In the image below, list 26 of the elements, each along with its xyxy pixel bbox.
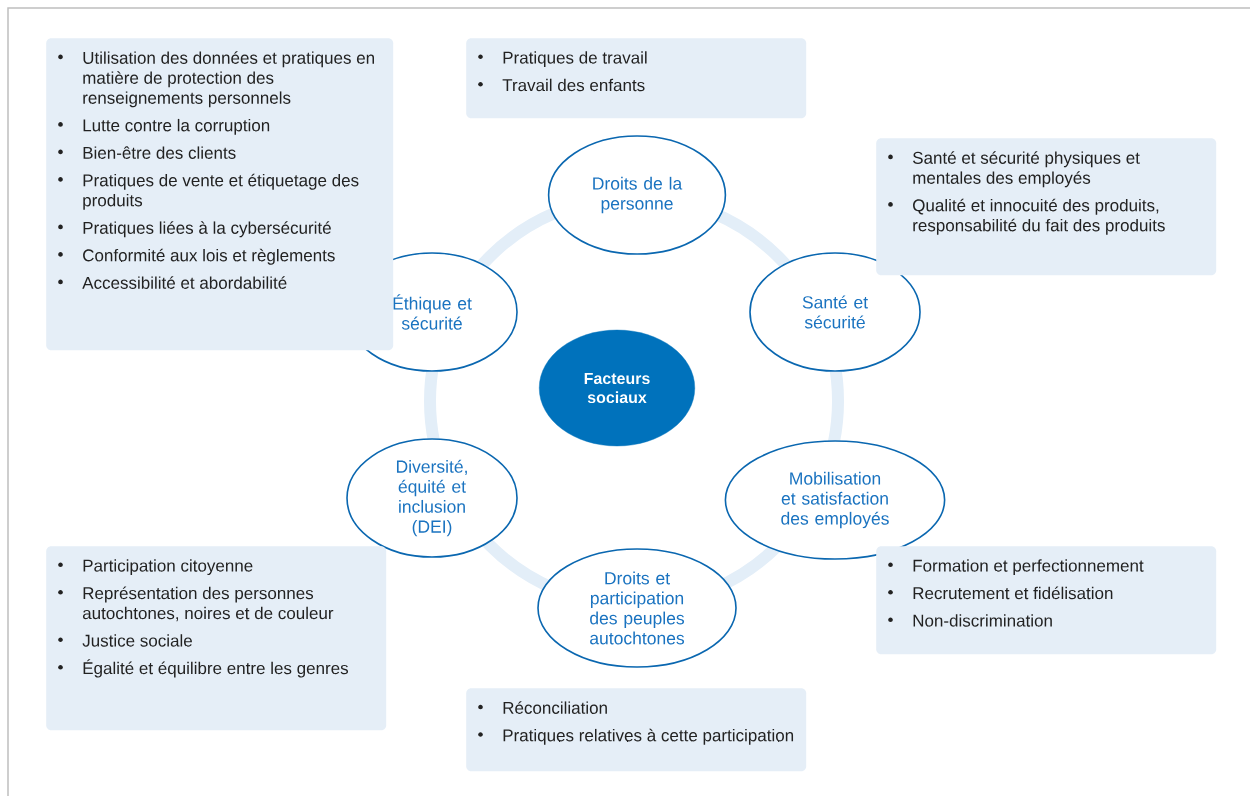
bullet-list-box (46, 546, 387, 731)
bullet-item: Pratiques de vente et étiquetage des produits (58, 173, 359, 210)
bullet-item: Recrutement et fidélisation (888, 586, 1113, 600)
bullet-item: Formation et perfectionnement (888, 559, 1144, 576)
bullet-item: Justice sociale (58, 634, 192, 647)
bullet-list-box (466, 38, 807, 119)
bullet-list-box (466, 688, 807, 772)
bullet-item: Bien-être des clients (58, 146, 236, 159)
bullet-item: Santé et sécurité physiques et mentales des employés (888, 151, 1140, 188)
bullet-item: Égalité et équilibre entre les genres (58, 659, 349, 678)
bullet-item: Utilisation des données et pratiques en matière de protection des renseignements personnels (58, 51, 374, 108)
bullet-list-box (46, 38, 394, 351)
bullet-item: Pratiques de travail (478, 51, 647, 68)
bullet-item: Pratiques relatives à cette participation (478, 728, 794, 745)
bullet-item: Participation citoyenne (58, 559, 253, 576)
bullet-item: Réconciliation (478, 701, 607, 714)
bullet-item: Conformité aux lois et règlements (58, 248, 335, 265)
bullet-item: Lutte contre la corruption (58, 118, 270, 135)
bullet-item: Non-discrimination (888, 614, 1052, 627)
bullet-list-box (876, 138, 1217, 276)
bullet-list-box (876, 546, 1217, 655)
bullet-item: Qualité et innocuité des produits, responsabilité du fait des produits (888, 198, 1165, 235)
bullet-item: Représentation des personnes autochtones, noires et de couleur (58, 586, 334, 622)
bullet-item: Travail des enfants (478, 78, 645, 92)
bullet-item: Pratiques liées à la cybersécurité (58, 221, 331, 238)
bullet-item: Accessibilité et abordabilité (58, 276, 287, 289)
